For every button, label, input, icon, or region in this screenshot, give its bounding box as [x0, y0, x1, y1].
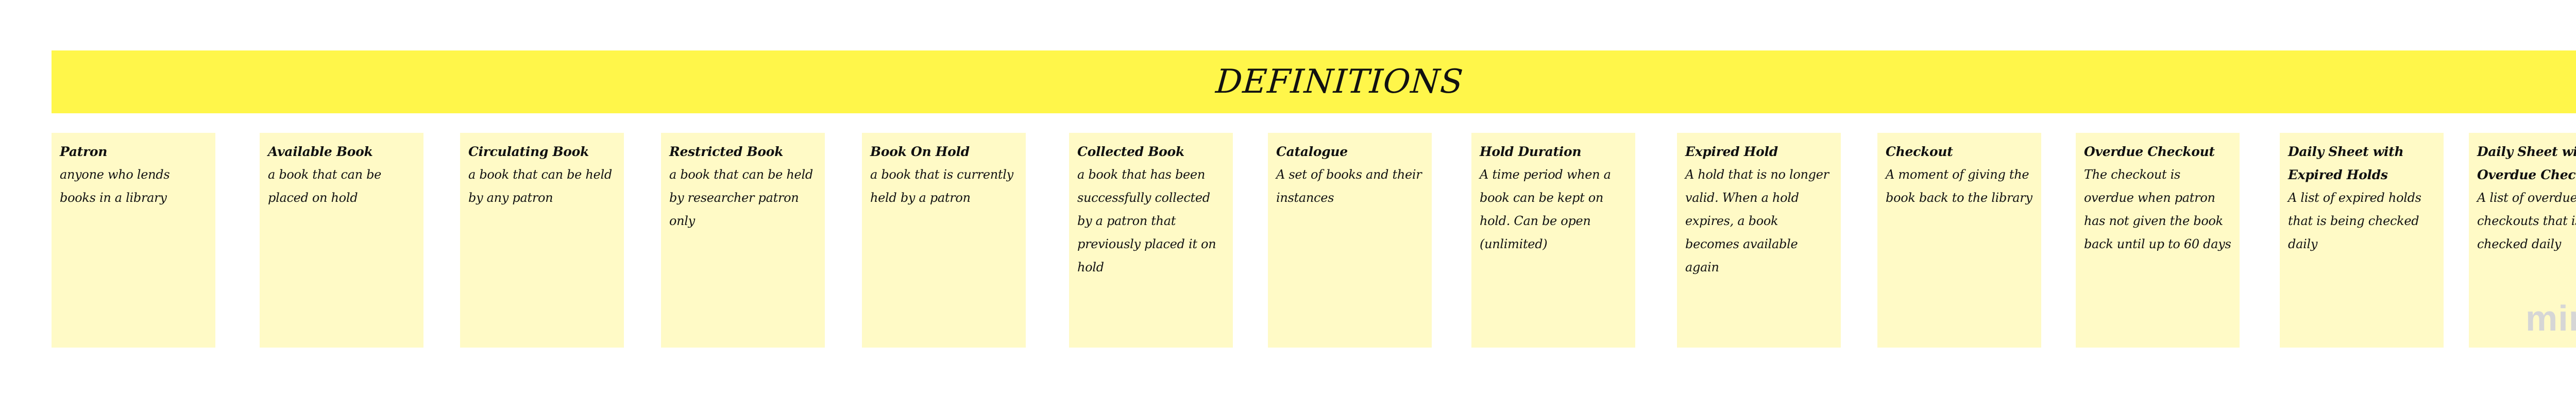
sticky-note-collected-book[interactable]: Collected Book a book that has been succ… — [1069, 133, 1233, 348]
note-text: A moment of giving the book back to the … — [1886, 167, 2032, 205]
note-text: a book that can be placed on hold — [268, 167, 382, 205]
note-text: a book that is currently held by a patro… — [870, 167, 1013, 205]
note-title: Restricted Book — [669, 144, 784, 159]
note-title: Expired Hold — [1685, 144, 1778, 159]
sticky-note-catalogue[interactable]: Catalogue A set of books and their insta… — [1268, 133, 1432, 348]
note-text: a book that can be held by researcher pa… — [669, 167, 813, 228]
note-title: Collected Book — [1077, 144, 1184, 159]
note-title: Hold Duration — [1480, 144, 1582, 159]
note-text: A list of expired holds that is being ch… — [2288, 191, 2421, 251]
sticky-note-daily-sheet-overdue-checkouts[interactable]: Daily Sheet with Overdue Checkouts A lis… — [2469, 133, 2576, 348]
miro-watermark: miro — [2526, 298, 2576, 338]
sticky-note-hold-duration[interactable]: Hold Duration A time period when a book … — [1471, 133, 1635, 348]
note-title: Patron — [60, 144, 108, 159]
note-title: Overdue Checkout — [2084, 144, 2215, 159]
note-text: anyone who lends books in a library — [60, 167, 170, 205]
definitions-header: DEFINITIONS — [52, 50, 2576, 113]
note-text: A hold that is no longer valid. When a h… — [1685, 167, 1829, 274]
board-title: DEFINITIONS — [1214, 63, 1465, 101]
note-title: Daily Sheet with Expired Holds — [2288, 144, 2404, 182]
sticky-note-expired-hold[interactable]: Expired Hold A hold that is no longer va… — [1677, 133, 1841, 348]
sticky-note-circulating-book[interactable]: Circulating Book a book that can be held… — [460, 133, 624, 348]
note-title: Daily Sheet with Overdue Checkouts — [2477, 144, 2576, 182]
note-title: Circulating Book — [468, 144, 589, 159]
sticky-note-patron[interactable]: Patron anyone who lends books in a libra… — [52, 133, 215, 348]
sticky-note-overdue-checkout[interactable]: Overdue Checkout The checkout is overdue… — [2076, 133, 2240, 348]
note-text: A time period when a book can be kept on… — [1480, 167, 1611, 251]
note-text: a book that can be held by any patron — [468, 167, 612, 205]
sticky-note-available-book[interactable]: Available Book a book that can be placed… — [260, 133, 423, 348]
sticky-note-checkout[interactable]: Checkout A moment of giving the book bac… — [1877, 133, 2041, 348]
note-title: Book On Hold — [870, 144, 970, 159]
note-title: Checkout — [1886, 144, 1953, 159]
note-text: a book that has been successfully collec… — [1077, 167, 1216, 274]
note-text: The checkout is overdue when patron has … — [2084, 167, 2231, 251]
sticky-note-daily-sheet-expired-holds[interactable]: Daily Sheet with Expired Holds A list of… — [2280, 133, 2444, 348]
note-title: Catalogue — [1276, 144, 1348, 159]
note-text: A set of books and their instances — [1276, 167, 1422, 205]
sticky-note-restricted-book[interactable]: Restricted Book a book that can be held … — [661, 133, 825, 348]
note-title: Available Book — [268, 144, 373, 159]
note-text: A list of overdue checkouts that is bein… — [2477, 191, 2576, 251]
sticky-note-book-on-hold[interactable]: Book On Hold a book that is currently he… — [862, 133, 1026, 348]
